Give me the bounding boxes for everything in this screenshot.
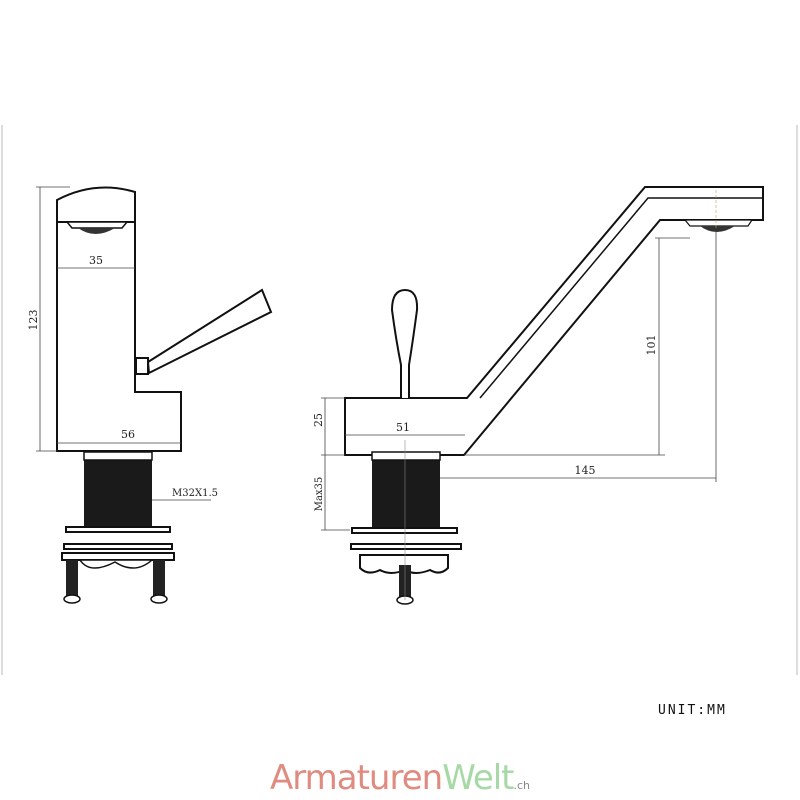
front-washer [65, 526, 171, 533]
dim-height: 123 [27, 310, 40, 331]
dim-reach: 145 [575, 464, 596, 477]
logo-part1: Armaturen [270, 758, 443, 798]
side-lever [390, 288, 419, 398]
logo-suffix: .ch [513, 779, 531, 792]
dim-base-width: 56 [121, 428, 135, 441]
logo-part2: Welt [442, 758, 514, 798]
unit-label: UNIT:MM [658, 703, 727, 718]
brand-logo: ArmaturenWelt.ch [270, 758, 530, 798]
front-body [56, 186, 182, 452]
thread-label: M32X1.5 [172, 488, 218, 499]
dim-side-base-width: 51 [396, 421, 410, 434]
dim-spout-height: 101 [645, 335, 658, 356]
front-thread [84, 455, 152, 530]
front-lever-base [135, 357, 149, 375]
front-lever [146, 288, 273, 375]
dim-mount-thickness: Max35 [314, 477, 325, 512]
dim-top-width: 35 [89, 254, 103, 267]
side-view: 101 145 25 Max35 51 [312, 186, 764, 605]
frame-lines [1, 125, 798, 675]
side-thread [372, 455, 440, 530]
front-view: 123 35 56 M32X1.5 [27, 186, 273, 604]
dim-base-height: 25 [312, 413, 325, 427]
